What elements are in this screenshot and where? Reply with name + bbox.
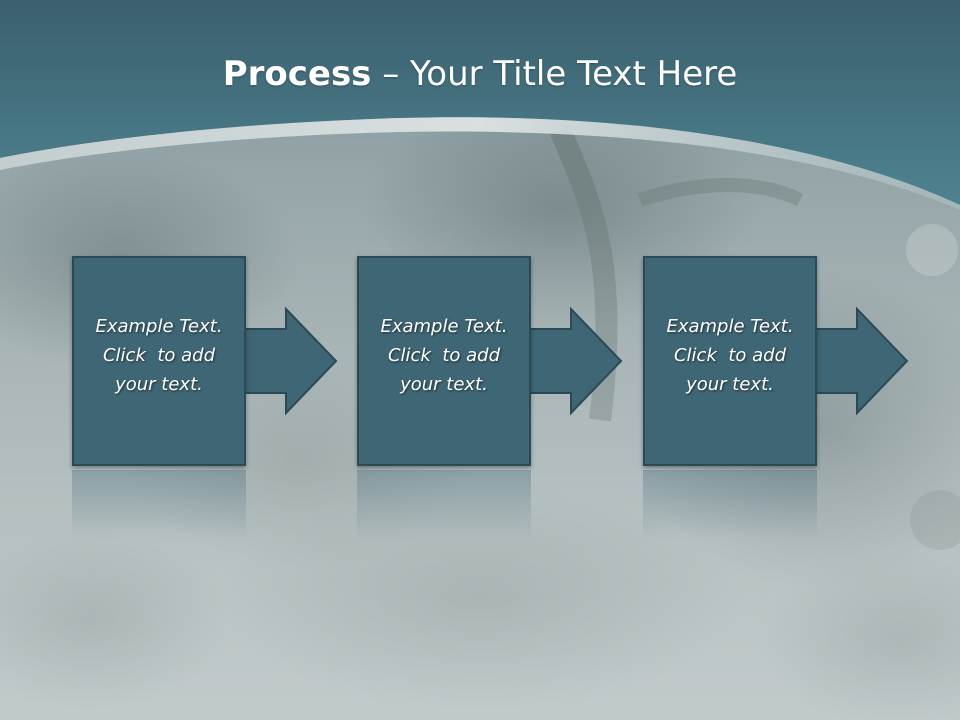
step-2-reflection — [357, 470, 531, 540]
process-step-3[interactable]: Example Text. Click to add your text. — [643, 256, 909, 466]
step-1-line-3: your text. — [115, 373, 203, 395]
title-banner — [0, 0, 960, 210]
step-2-text: Example Text. Click to add your text. — [369, 312, 519, 399]
step-1-box[interactable]: Example Text. Click to add your text. — [72, 256, 246, 466]
step-3-line-1: Example Text. — [666, 315, 794, 337]
title-rest: – Your Title Text Here — [371, 54, 738, 94]
step-2-line-3: your text. — [400, 373, 488, 395]
step-2-line-2: Click to add — [387, 344, 500, 366]
step-3-text: Example Text. Click to add your text. — [655, 312, 805, 399]
step-3-box[interactable]: Example Text. Click to add your text. — [643, 256, 817, 466]
step-3-reflection — [643, 470, 817, 540]
step-2-line-1: Example Text. — [380, 315, 508, 337]
step-2-box[interactable]: Example Text. Click to add your text. — [357, 256, 531, 466]
step-3-line-2: Click to add — [673, 344, 786, 366]
process-step-1[interactable]: Example Text. Click to add your text. — [72, 256, 338, 466]
step-1-reflection — [72, 470, 246, 540]
step-3-line-3: your text. — [686, 373, 774, 395]
process-step-2[interactable]: Example Text. Click to add your text. — [357, 256, 623, 466]
title-bold-word: Process — [222, 54, 372, 94]
slide-title[interactable]: Process – Your Title Text Here — [0, 52, 960, 96]
step-1-text: Example Text. Click to add your text. — [84, 312, 234, 399]
step-1-line-2: Click to add — [102, 344, 215, 366]
step-1-line-1: Example Text. — [95, 315, 223, 337]
